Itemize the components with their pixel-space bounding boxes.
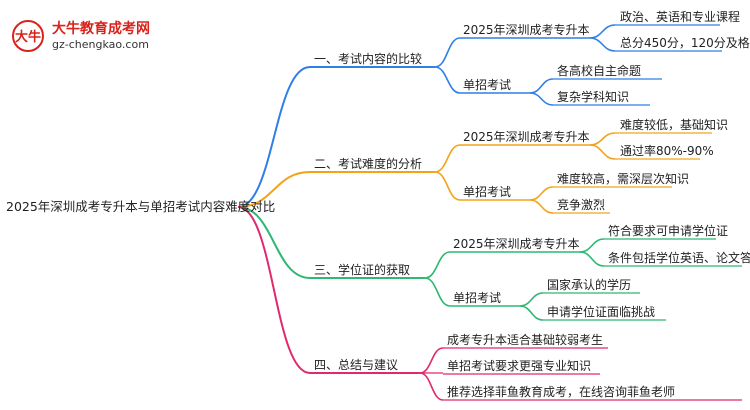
connector bbox=[424, 251, 451, 279]
leaf-label: 国家承认的学历 bbox=[547, 278, 632, 292]
branch-label: 二、考试难度的分析 bbox=[314, 157, 423, 171]
connector bbox=[579, 238, 605, 253]
connector bbox=[529, 186, 554, 201]
sub-topic-label: 单招考试 bbox=[463, 185, 512, 199]
svg-text:大牛: 大牛 bbox=[15, 29, 41, 45]
branch-label: 四、总结与建议 bbox=[314, 358, 399, 372]
connector bbox=[589, 37, 616, 52]
leaf-label: 复杂学科知识 bbox=[557, 90, 630, 104]
connector bbox=[529, 78, 554, 94]
leaf-label: 条件包括学位英语、论文答辩 bbox=[608, 251, 750, 265]
connector bbox=[529, 92, 554, 106]
logo: 大牛教育成考网 gz-chengkao.com bbox=[12, 16, 162, 56]
leaf-label: 申请学位证面临挑战 bbox=[547, 305, 656, 319]
leaf-label: 通过率80%-90% bbox=[620, 144, 714, 158]
logo-mark: 大牛 bbox=[12, 20, 44, 52]
connector bbox=[529, 199, 554, 214]
connector bbox=[419, 347, 444, 374]
leaf-label: 各高校自主命题 bbox=[557, 64, 642, 78]
sub-topic-label: 2025年深圳成考专升本 bbox=[463, 23, 590, 37]
root-topic: 2025年深圳成考专升本与单招考试内容难度对比 bbox=[6, 199, 276, 214]
connector bbox=[589, 132, 616, 146]
connector bbox=[419, 372, 444, 401]
sub-topic-label: 2025年深圳成考专升本 bbox=[463, 130, 590, 144]
leaf-label: 总分450分，120分及格 bbox=[620, 36, 750, 50]
connector bbox=[519, 292, 544, 307]
logo-title: 大牛教育成考网 bbox=[52, 21, 150, 37]
connector bbox=[237, 206, 311, 374]
connector bbox=[434, 171, 461, 201]
sub-topic-label: 单招考试 bbox=[453, 291, 502, 305]
sub-topic-label: 2025年深圳成考专升本 bbox=[453, 237, 580, 251]
connector bbox=[434, 66, 461, 94]
leaf-label: 政治、英语和专业课程 bbox=[620, 10, 741, 24]
connector bbox=[424, 277, 451, 307]
connector bbox=[237, 171, 311, 208]
leaf-label: 单招考试要求更强专业知识 bbox=[447, 359, 592, 373]
sub-topic-label: 单招考试 bbox=[463, 78, 512, 92]
leaf-label: 难度较高，需深层次知识 bbox=[557, 172, 690, 186]
connector bbox=[589, 144, 616, 160]
connector bbox=[237, 206, 311, 279]
branch-label: 三、学位证的获取 bbox=[314, 263, 411, 277]
leaf-label: 成考专升本适合基础较弱考生 bbox=[447, 333, 604, 347]
connector bbox=[434, 144, 461, 173]
leaf-label: 竞争激烈 bbox=[557, 198, 606, 212]
leaf-label: 推荐选择菲鱼教育成考，在线咨询菲鱼老师 bbox=[447, 385, 676, 399]
connector bbox=[579, 251, 605, 267]
connector bbox=[237, 66, 311, 208]
leaf-label: 难度较低，基础知识 bbox=[620, 118, 729, 132]
connector bbox=[589, 24, 616, 39]
connector bbox=[519, 305, 544, 321]
logo-url: gz-chengkao.com bbox=[52, 38, 149, 51]
connector bbox=[434, 37, 461, 68]
branch-label: 一、考试内容的比较 bbox=[314, 52, 423, 66]
leaf-label: 符合要求可申请学位证 bbox=[608, 224, 729, 238]
